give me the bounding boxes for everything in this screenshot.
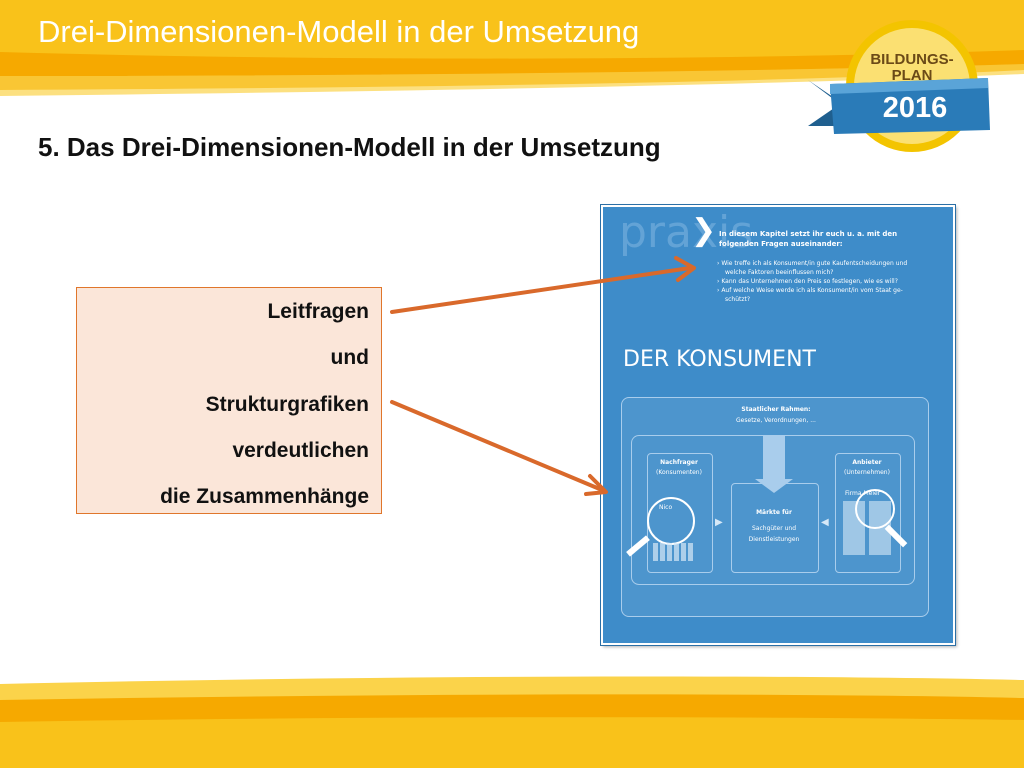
market-title: Märkte für	[756, 509, 792, 516]
question-item: schützt?	[725, 296, 751, 303]
person-label: Nico	[659, 504, 673, 511]
header-title: Drei-Dimensionen-Modell in der Umsetzung	[38, 14, 640, 49]
footer-band	[0, 676, 1024, 768]
supply-title: Anbieter	[852, 459, 882, 466]
arrow-right-icon: ▶	[715, 517, 723, 528]
question-item: › Kann das Unternehmen den Preis so fest…	[717, 278, 898, 285]
badge-label: BILDUNGS- PLAN	[866, 52, 958, 84]
main-heading: 5. Das Drei-Dimensionen-Modell in der Um…	[38, 132, 661, 162]
arrow-to-diagram	[390, 400, 604, 492]
badge-line2: PLAN	[891, 67, 933, 84]
state-arrow	[763, 435, 785, 481]
chevron-icon: ❯	[691, 213, 717, 248]
question-item: welche Faktoren beeinflussen mich?	[725, 269, 834, 276]
magnifier-icon	[855, 489, 895, 529]
callout-line: Leitfragen	[267, 300, 369, 323]
intro-line: folgenden Fragen auseinander:	[719, 240, 843, 248]
question-list: › Wie treffe ich als Konsument/in gute K…	[717, 259, 907, 304]
callout-line: und	[330, 346, 369, 369]
supply-subtitle: (Unternehmen)	[844, 469, 890, 476]
intro-line: In diesem Kapitel setzt ihr euch u. a. m…	[719, 230, 898, 238]
arrow-to-diagram-head	[584, 474, 608, 496]
market-line: Sachgüter und	[751, 525, 797, 532]
arrow-to-questions	[390, 266, 692, 314]
header-band	[0, 0, 1024, 96]
arrow-left-icon: ◀	[821, 517, 829, 528]
question-item: › Auf welche Weise werde ich als Konsume…	[717, 287, 903, 294]
callout-line: verdeutlichen	[232, 439, 369, 462]
demand-title: Nachfrager	[660, 459, 698, 466]
book-page: praxis ❯ In diesem Kapitel setzt ihr euc…	[601, 205, 955, 645]
badge-year: 2016	[882, 92, 948, 124]
state-arrow-head	[755, 479, 793, 493]
market-box	[731, 483, 819, 573]
callout-line: die Zusammenhänge	[160, 485, 369, 508]
callout-box: Leitfragen und Strukturgrafiken verdeutl…	[76, 287, 382, 514]
state-subtitle: Gesetze, Verordnungen, ...	[736, 417, 816, 424]
bildungsplan-badge	[808, 20, 990, 152]
intro-text: In diesem Kapitel setzt ihr euch u. a. m…	[719, 229, 897, 249]
people-icon	[653, 543, 693, 561]
page-title: DER KONSUMENT	[623, 347, 816, 372]
market-line: Dienstleistungen	[748, 536, 800, 543]
supply-box	[835, 453, 901, 573]
demand-subtitle: (Konsumenten)	[656, 469, 702, 476]
question-item: › Wie treffe ich als Konsument/in gute K…	[717, 260, 908, 267]
badge-line1: BILDUNGS-	[870, 51, 954, 68]
arrow-to-questions-head	[674, 256, 696, 282]
callout-line: Strukturgrafiken	[205, 393, 369, 416]
praxis-watermark: praxis	[619, 207, 754, 258]
state-title: Staatlicher Rahmen:	[741, 406, 811, 413]
